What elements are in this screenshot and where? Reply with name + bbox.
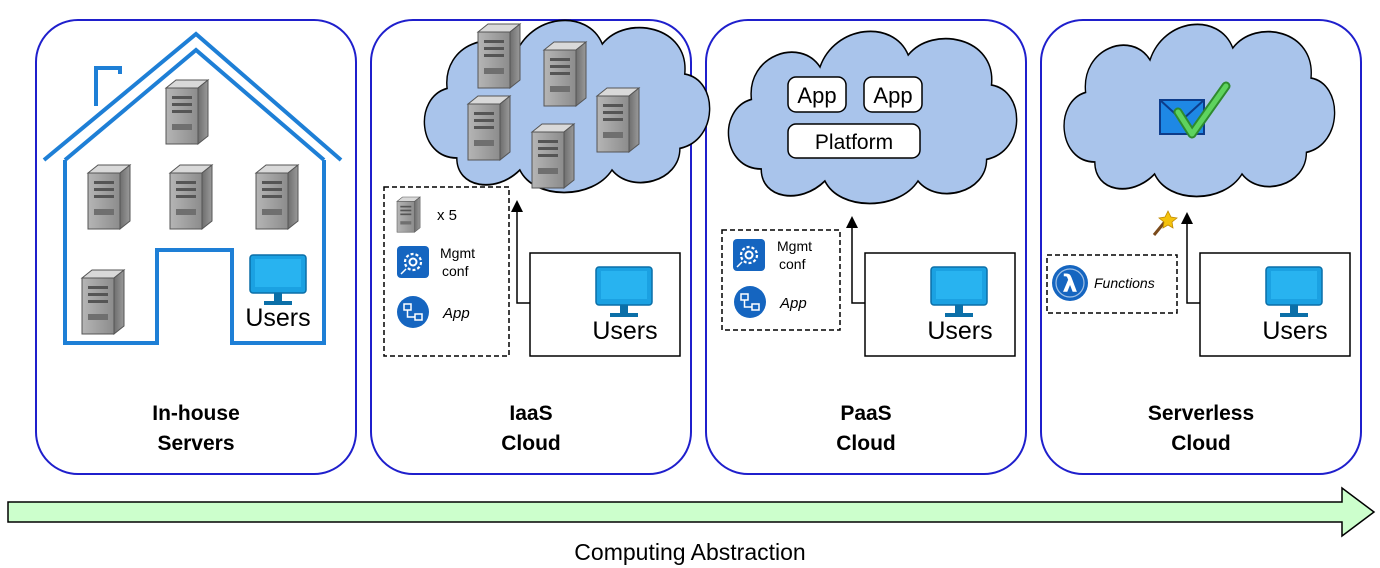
panel-in-house	[35, 19, 357, 475]
panel-title-line2: Cloud	[1171, 432, 1230, 455]
house-outline	[42, 31, 343, 345]
functions-label: Functions	[1094, 275, 1155, 291]
platform-box	[787, 123, 921, 159]
server-icon	[543, 41, 587, 107]
svg-text:λ: λ	[1062, 270, 1077, 298]
mgmt-label-1: Mgmt	[440, 245, 475, 261]
server-count-label: x 5	[437, 207, 457, 224]
panel-title-line1: Serverless	[1148, 402, 1254, 425]
gear-icon	[731, 237, 767, 273]
server-icon	[169, 164, 213, 230]
panel-title-line2: Servers	[157, 432, 234, 455]
app-label: App	[442, 305, 470, 322]
cloud-shape	[727, 30, 1018, 205]
panel-title-line2: Cloud	[501, 432, 560, 455]
users-label: Users	[592, 317, 657, 345]
app-box	[787, 76, 847, 113]
users-label: Users	[1262, 317, 1327, 345]
app-box-label: App	[797, 83, 836, 108]
users-label: Users	[245, 304, 310, 332]
arrow-head	[1181, 212, 1193, 224]
platform-label: Platform	[815, 131, 893, 154]
app-box	[863, 76, 923, 113]
connector-arrow	[516, 210, 530, 304]
panel-title-line1: PaaS	[840, 402, 891, 425]
mgmt-label-1: Mgmt	[777, 238, 812, 254]
magic-wand-icon	[1152, 210, 1178, 236]
connector-arrow	[851, 226, 865, 304]
managed-box	[383, 186, 510, 357]
app-flow-icon	[733, 285, 767, 319]
server-icon	[477, 23, 521, 89]
mgmt-label-2: conf	[442, 263, 469, 279]
panel-title-line1: In-house	[152, 402, 240, 425]
arrow-head	[846, 216, 858, 228]
app-flow-icon	[396, 295, 430, 329]
server-icon	[87, 164, 131, 230]
app-label: App	[779, 295, 807, 312]
server-icon	[531, 123, 575, 189]
mgmt-label-2: conf	[779, 256, 806, 272]
server-icon	[596, 87, 640, 153]
connector-arrow	[1186, 222, 1200, 304]
app-box-label: App	[873, 83, 912, 108]
lambda-icon: λ	[1052, 265, 1088, 301]
server-icon	[396, 196, 421, 233]
envelope-check-icon	[1159, 81, 1231, 139]
users-label: Users	[927, 317, 992, 345]
panel-title-line1: IaaS	[509, 402, 552, 425]
server-icon	[467, 95, 511, 161]
axis-label: Computing Abstraction	[574, 539, 805, 565]
functions-box	[1046, 254, 1178, 314]
abstraction-arrow	[7, 486, 1376, 538]
gear-icon	[395, 244, 431, 280]
managed-box	[721, 229, 841, 331]
arrow-head	[511, 200, 523, 212]
server-icon	[255, 164, 299, 230]
server-icon	[165, 79, 209, 145]
panel-title-line2: Cloud	[836, 432, 895, 455]
server-icon	[81, 269, 125, 335]
